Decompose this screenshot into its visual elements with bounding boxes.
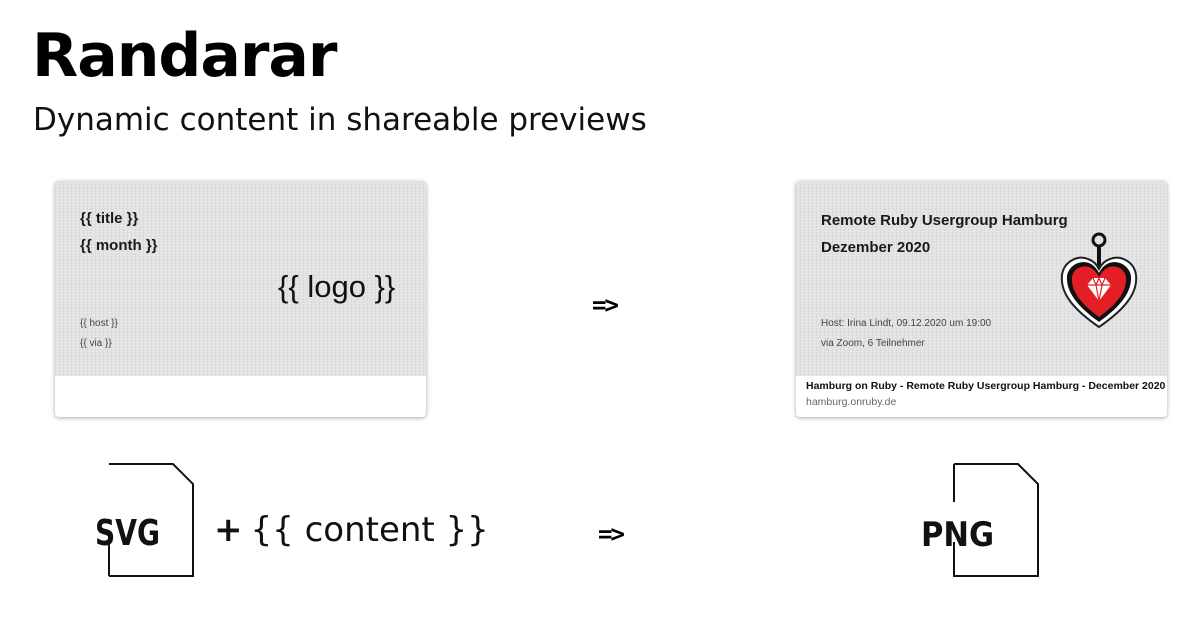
content-placeholder: {{ content }} — [250, 510, 489, 550]
result-preview-image: Remote Ruby Usergroup Hamburg Dezember 2… — [796, 181, 1167, 376]
svg-file-label: SVG — [95, 513, 161, 554]
plus-content-expression: +{{ content }} — [214, 510, 489, 550]
anchor-heart-ruby-icon — [1060, 232, 1138, 329]
png-file-label: PNG — [921, 515, 995, 555]
page-subtitle: Dynamic content in shareable previews — [33, 102, 647, 138]
template-preview-image: {{ title }} {{ month }} {{ logo }} {{ ho… — [55, 181, 426, 376]
template-title-placeholder: {{ title }} — [80, 210, 139, 227]
template-month-placeholder: {{ month }} — [80, 237, 158, 254]
template-host-placeholder: {{ host }} — [80, 318, 118, 329]
result-via: via Zoom, 6 Teilnehmer — [821, 338, 925, 349]
result-title: Remote Ruby Usergroup Hamburg — [821, 212, 1068, 229]
plus-sign: + — [214, 510, 243, 550]
result-host: Host: Irina Lindt, 09.12.2020 um 19:00 — [821, 318, 992, 329]
template-preview-card: {{ title }} {{ month }} {{ logo }} {{ ho… — [55, 181, 426, 417]
result-preview-card[interactable]: Remote Ruby Usergroup Hamburg Dezember 2… — [796, 181, 1167, 417]
png-file-icon — [953, 463, 1039, 577]
page-title: Randarar — [32, 21, 338, 91]
template-logo-placeholder: {{ logo }} — [278, 269, 396, 304]
transform-arrow-bottom: => — [598, 520, 625, 548]
svg-file-icon — [108, 463, 194, 577]
result-month: Dezember 2020 — [821, 239, 931, 256]
link-preview-domain: hamburg.onruby.de — [806, 396, 897, 408]
link-preview-title[interactable]: Hamburg on Ruby - Remote Ruby Usergroup … — [806, 380, 1166, 392]
transform-arrow-top: => — [592, 291, 619, 319]
template-via-placeholder: {{ via }} — [80, 338, 112, 349]
